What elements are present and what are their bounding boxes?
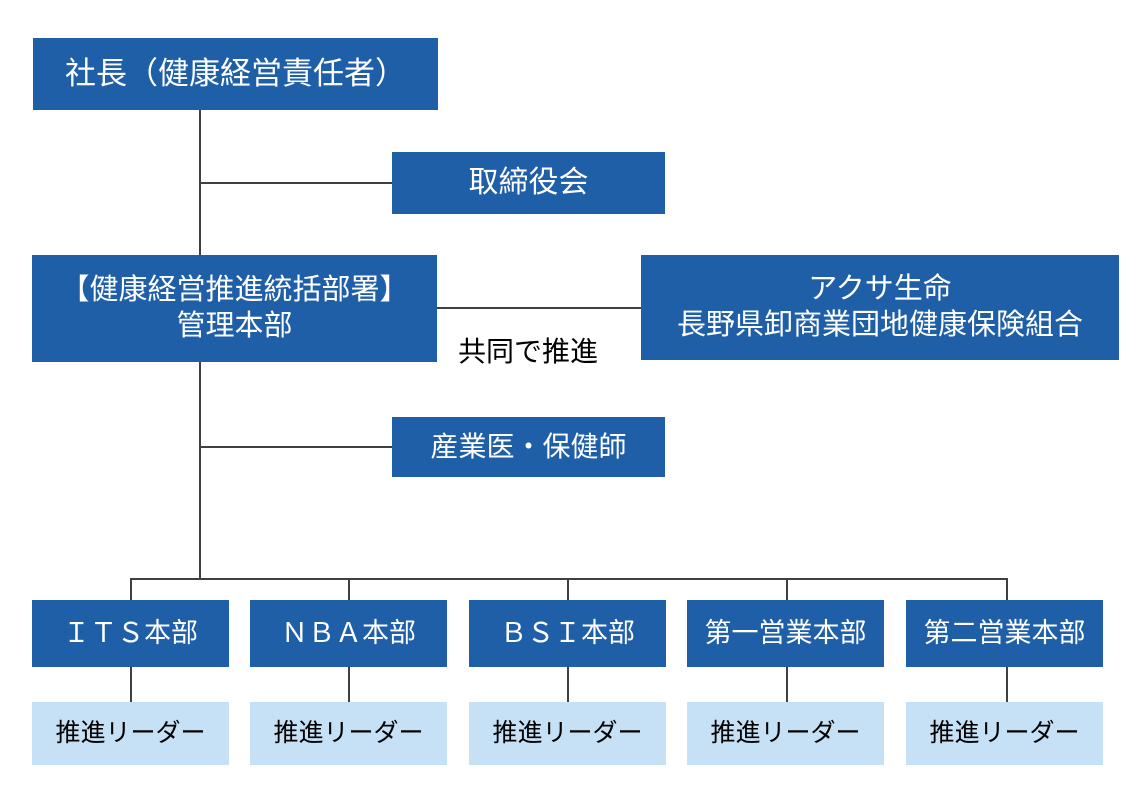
connector-doctor-branch	[199, 446, 393, 448]
node-president[interactable]: 社長（健康経営責任者）	[33, 38, 438, 110]
connector-division-drop-1	[130, 578, 132, 600]
connector-division-drop-3	[567, 578, 569, 600]
connector-division-drop-4	[786, 578, 788, 600]
node-occupational-physician[interactable]: 産業医・保健師	[392, 417, 665, 477]
node-admin-label-line2: 管理本部	[176, 309, 293, 342]
connector-division-drop-2	[348, 578, 350, 600]
connector-division-drop-5	[1006, 578, 1008, 600]
node-division-3-label: ＢＳＩ本部	[500, 618, 635, 649]
node-leader-1-label: 推進リーダー	[55, 719, 206, 748]
node-leader-3-label: 推進リーダー	[492, 719, 643, 748]
connector-leader-drop-4	[786, 667, 788, 702]
node-board-of-directors[interactable]: 取締役会	[392, 152, 665, 214]
node-leader-5-label: 推進リーダー	[929, 719, 1080, 748]
node-insurer-label-line1: アクサ生命	[808, 273, 952, 306]
node-leader-5[interactable]: 推進リーダー	[906, 702, 1103, 765]
node-leader-2-label: 推進リーダー	[273, 719, 424, 748]
node-admin-label-line1: 【健康経営推進統括部署】	[60, 274, 409, 307]
node-leader-2[interactable]: 推進リーダー	[250, 702, 447, 765]
node-division-2-label: ＮＢＡ本部	[281, 618, 416, 649]
node-insurance-partner[interactable]: アクサ生命 長野県卸商業団地健康保険組合	[641, 255, 1119, 360]
node-leader-4[interactable]: 推進リーダー	[687, 702, 884, 765]
node-division-5-label: 第二営業本部	[923, 618, 1086, 649]
connector-joint-promotion	[437, 307, 642, 309]
connector-division-bus	[130, 578, 1008, 580]
connector-leader-drop-1	[130, 667, 132, 702]
node-board-label: 取締役会	[468, 165, 589, 199]
node-admin-headquarters[interactable]: 【健康経営推進統括部署】 管理本部	[32, 255, 437, 362]
connector-leader-drop-2	[348, 667, 350, 702]
node-division-4-label: 第一営業本部	[704, 618, 867, 649]
connector-admin-trunk	[199, 362, 201, 579]
node-division-1[interactable]: ＩＴＳ本部	[32, 600, 229, 667]
node-division-2[interactable]: ＮＢＡ本部	[250, 600, 447, 667]
joint-promotion-label: 共同で推進	[458, 336, 599, 367]
node-president-label: 社長（健康経営責任者）	[65, 56, 406, 92]
node-leader-1[interactable]: 推進リーダー	[32, 702, 229, 765]
connector-board-branch	[199, 182, 393, 184]
connector-leader-drop-3	[567, 667, 569, 702]
connector-leader-drop-5	[1006, 667, 1008, 702]
node-leader-4-label: 推進リーダー	[710, 719, 861, 748]
node-doctor-label: 産業医・保健師	[430, 430, 627, 462]
node-leader-3[interactable]: 推進リーダー	[469, 702, 666, 765]
node-division-3[interactable]: ＢＳＩ本部	[469, 600, 666, 667]
node-division-5[interactable]: 第二営業本部	[906, 600, 1103, 667]
node-division-1-label: ＩＴＳ本部	[63, 618, 198, 649]
node-division-4[interactable]: 第一営業本部	[687, 600, 884, 667]
node-insurer-label-line2: 長野県卸商業団地健康保険組合	[676, 308, 1083, 341]
